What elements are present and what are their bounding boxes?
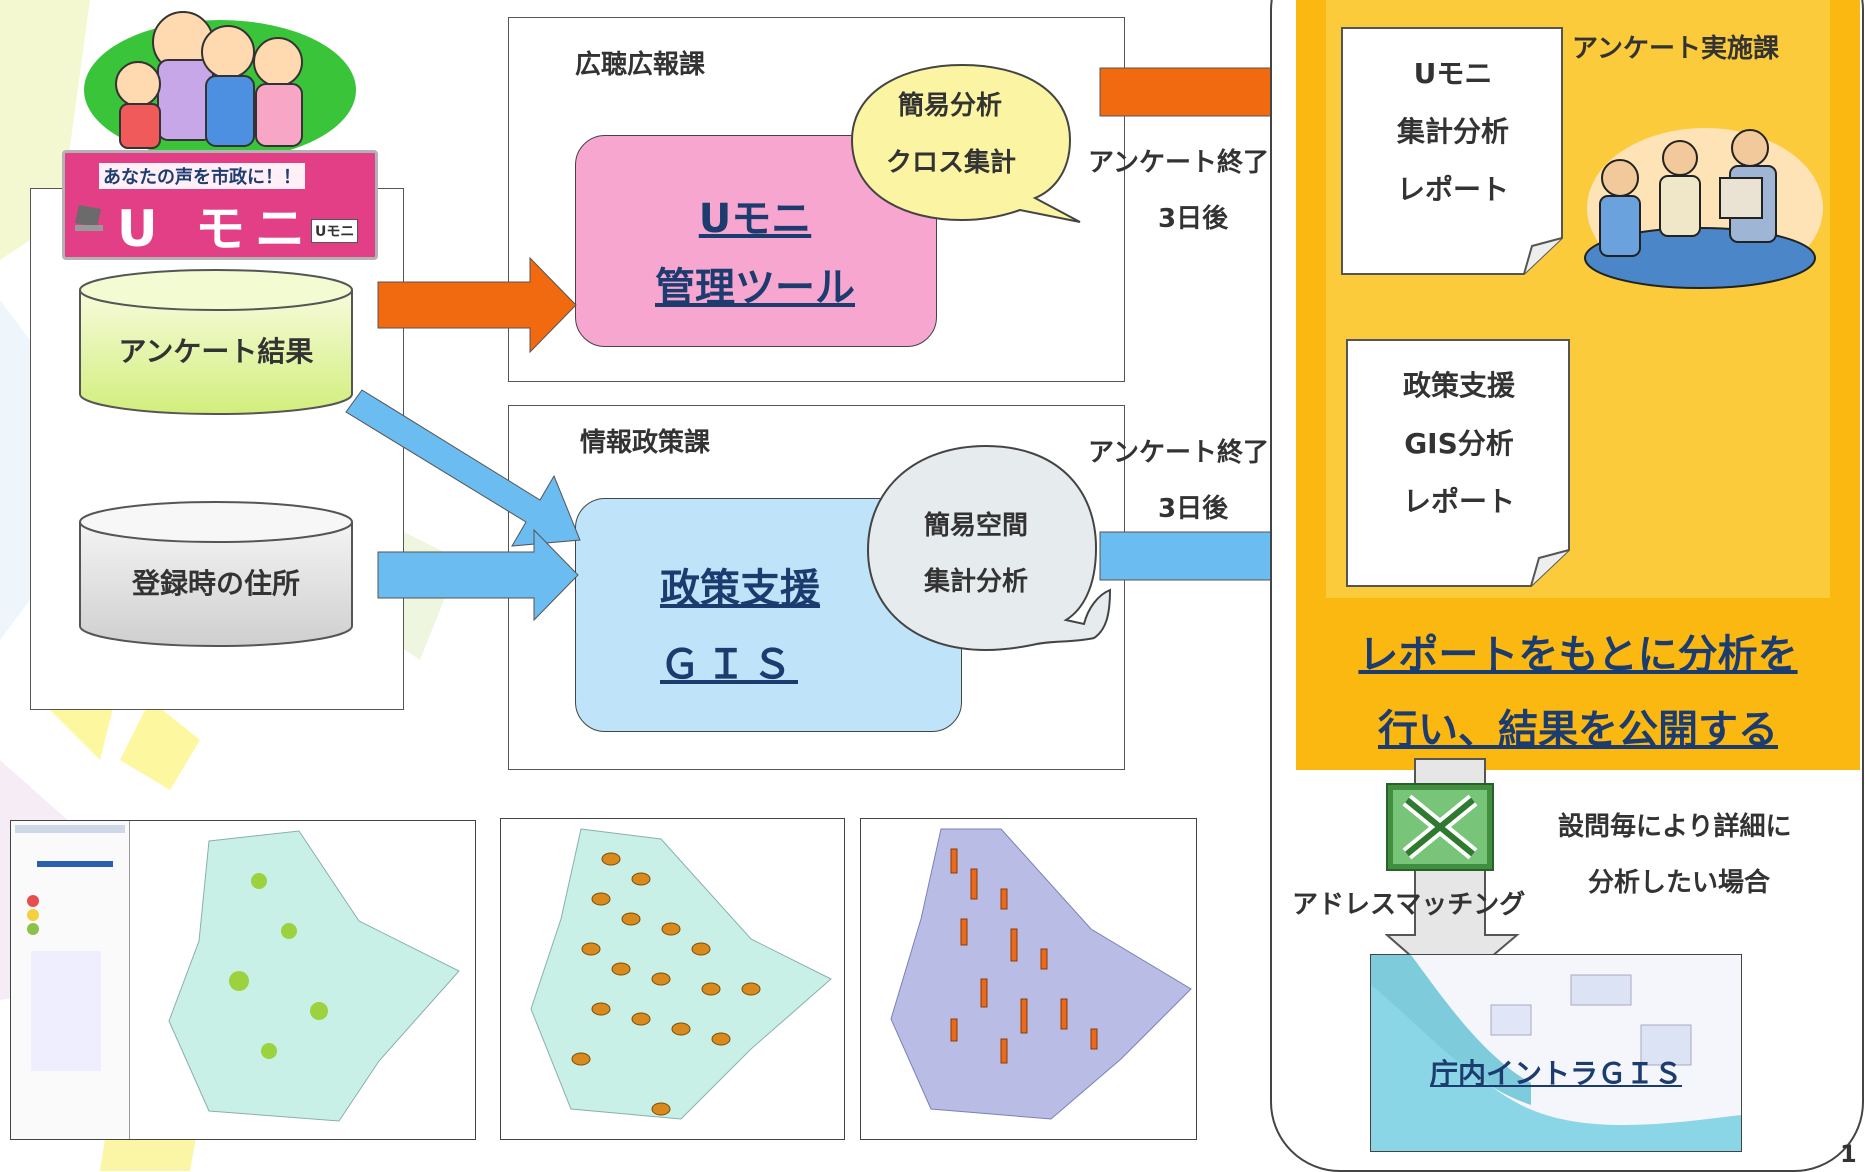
arrow-results-to-tool bbox=[377, 256, 577, 354]
simple-analysis-line1: 簡易分析 bbox=[898, 91, 1003, 121]
report1-line1: Uモニ bbox=[1413, 57, 1493, 90]
banner-badge: Uモニ bbox=[311, 219, 359, 243]
gis-screenshot-3 bbox=[860, 818, 1197, 1140]
banner-tagline: あなたの声を市政に！！ bbox=[99, 163, 305, 189]
intra-gis-label: 庁内イントラＧＩＳ bbox=[1429, 1057, 1682, 1090]
simple-analysis-line2: クロス集計 bbox=[886, 148, 1017, 178]
pr-timing-line2: 3日後 bbox=[1158, 204, 1229, 234]
report2-line1: 政策支援 bbox=[1402, 369, 1515, 402]
spatial-analysis-line1: 簡易空間 bbox=[924, 511, 1029, 541]
ip-timing-line1: アンケート終了 bbox=[1088, 438, 1269, 468]
page-number: 1 bbox=[1840, 1140, 1857, 1168]
report1-line3: レポート bbox=[1396, 173, 1509, 206]
action-line1: レポートをもとに分析を bbox=[1358, 632, 1798, 678]
address-database bbox=[79, 501, 353, 647]
intra-gis-map: 庁内イントラＧＩＳ bbox=[1370, 954, 1742, 1152]
simple-analysis-bubble bbox=[850, 63, 1081, 223]
address-label: 登録時の住所 bbox=[131, 567, 300, 600]
detail-line2: 分析したい場合 bbox=[1588, 868, 1771, 898]
report-gis-document bbox=[1346, 339, 1570, 587]
map-polygons-1 bbox=[168, 830, 460, 1122]
survey-dept-label: アンケート実施課 bbox=[1572, 34, 1779, 64]
policy-gis-line2: ＧＩＳ bbox=[660, 642, 798, 688]
report1-line2: 集計分析 bbox=[1396, 115, 1509, 148]
report-umoni-document bbox=[1341, 27, 1563, 275]
umoni-tool-line2: 管理ツール bbox=[655, 265, 855, 311]
spatial-analysis-line2: 集計分析 bbox=[924, 567, 1029, 597]
map-polygons-2 bbox=[530, 828, 832, 1120]
layer-tree-icons bbox=[15, 825, 125, 1071]
arrow-results-to-gis bbox=[345, 389, 581, 547]
survey-results-database bbox=[79, 269, 353, 415]
meeting-illustration bbox=[1584, 128, 1823, 289]
umoni-banner: あなたの声を市政に！！ U モニ Uモニ bbox=[62, 150, 378, 260]
excel-icon bbox=[1386, 783, 1494, 871]
ip-section-title: 情報政策課 bbox=[580, 428, 711, 458]
report2-line3: レポート bbox=[1402, 485, 1515, 518]
detail-line1: 設問毎により詳細に bbox=[1558, 812, 1792, 842]
spatial-analysis-bubble bbox=[866, 444, 1112, 652]
arrow-address-to-gis bbox=[377, 528, 579, 622]
ip-timing-line2: 3日後 bbox=[1158, 494, 1229, 524]
pr-timing-line1: アンケート終了 bbox=[1088, 148, 1269, 178]
gis-screenshot-2 bbox=[500, 818, 845, 1140]
action-line2: 行い、結果を公開する bbox=[1378, 707, 1778, 753]
pr-section-title: 広聴広報課 bbox=[575, 50, 706, 80]
gis-screenshot-1 bbox=[10, 820, 476, 1140]
laptop-icon bbox=[75, 205, 103, 231]
umoni-tool-line1: Uモニ bbox=[698, 196, 812, 242]
policy-gis-line1: 政策支援 bbox=[660, 566, 820, 612]
intra-map-graphic bbox=[1371, 955, 1741, 1151]
banner-title: U モニ bbox=[117, 200, 316, 258]
survey-results-label: アンケート結果 bbox=[118, 335, 314, 368]
map-polygons-3 bbox=[890, 828, 1192, 1120]
report2-line2: GIS分析 bbox=[1404, 427, 1514, 460]
family-illustration bbox=[84, 11, 356, 150]
address-matching-label: アドレスマッチング bbox=[1292, 890, 1526, 920]
